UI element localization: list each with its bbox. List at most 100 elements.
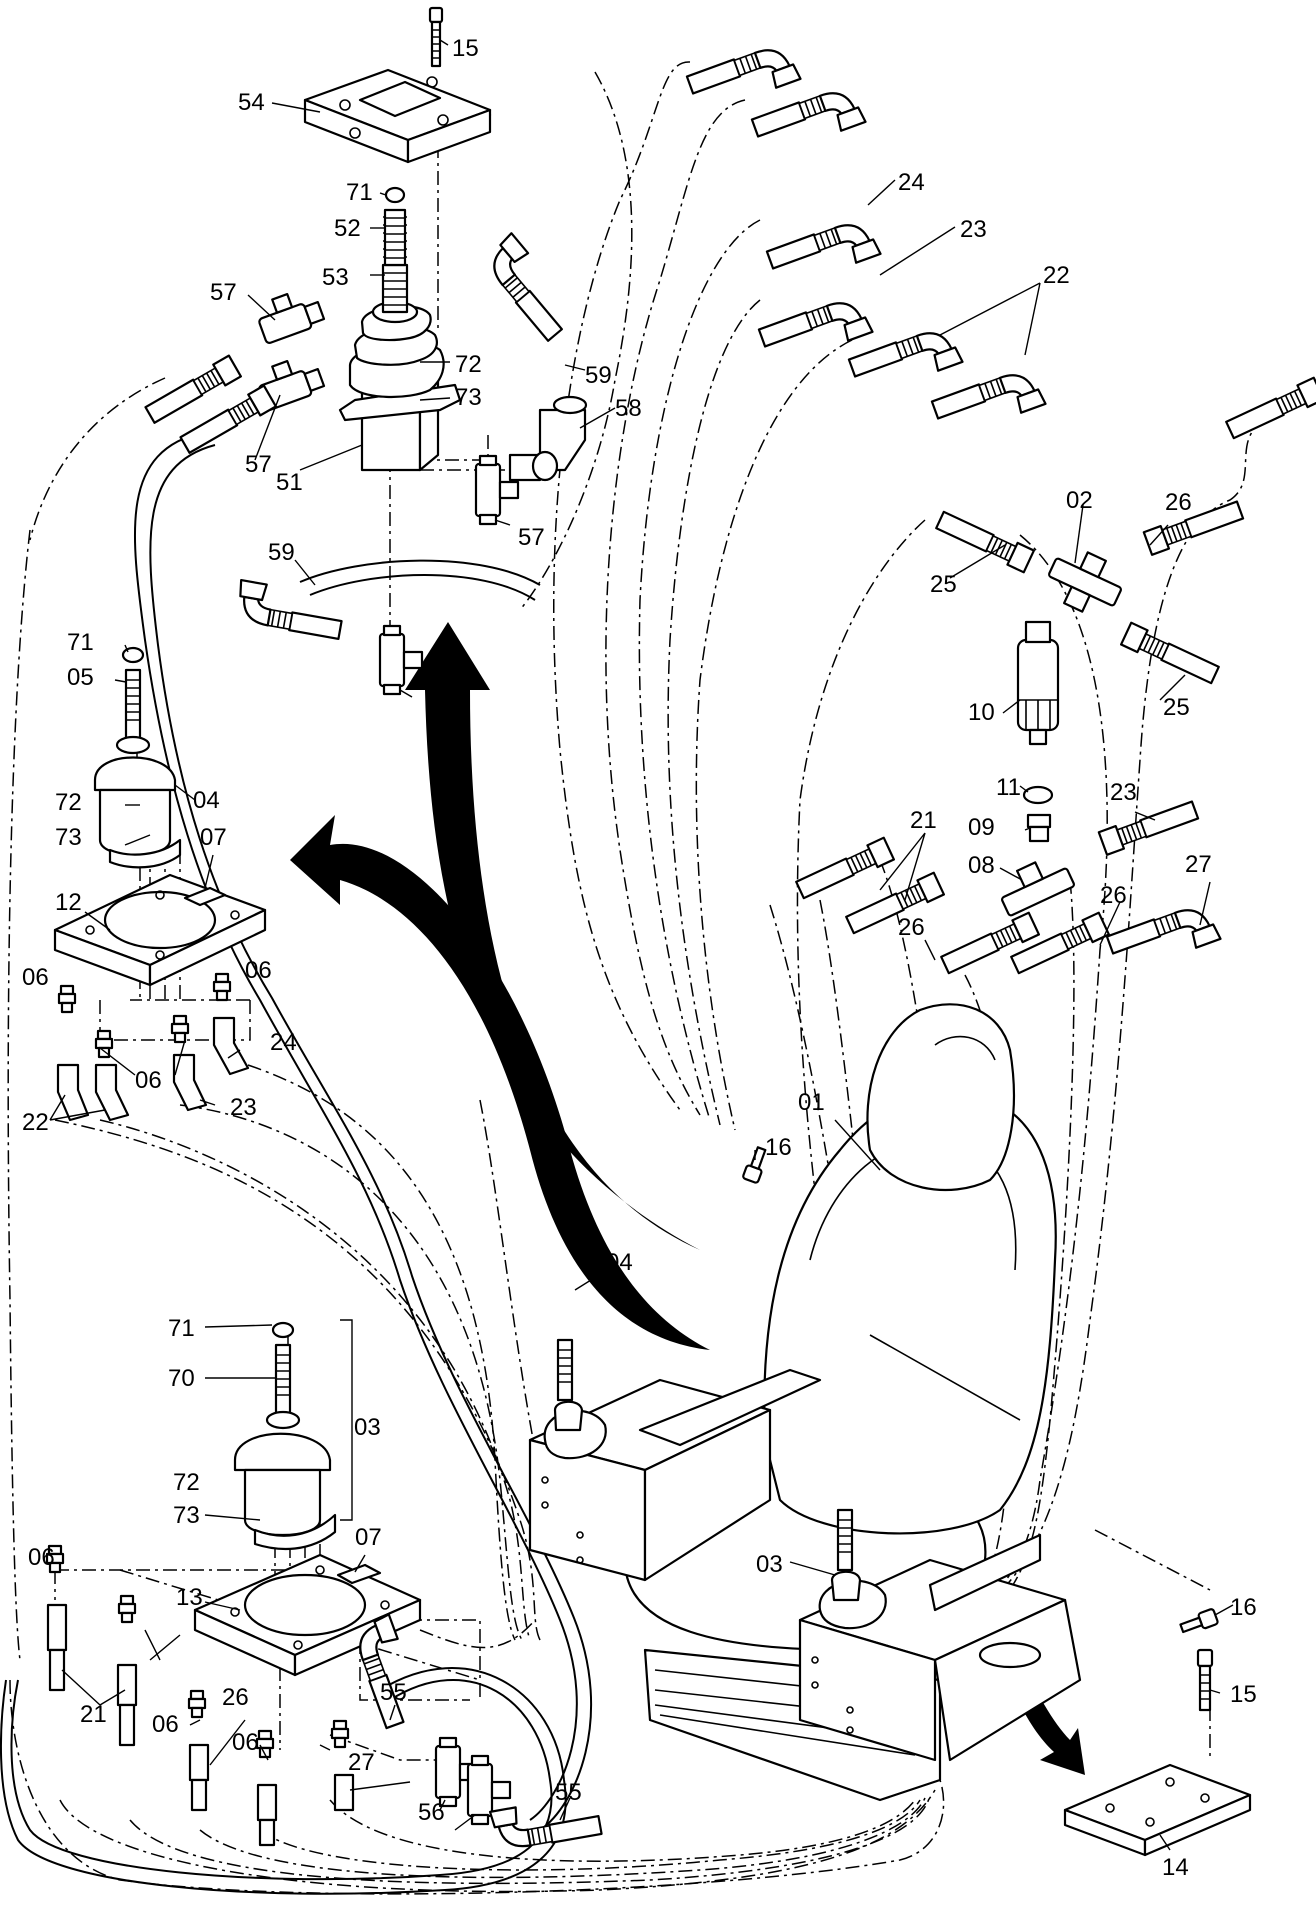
hoses-22-23-24-left [56, 1016, 250, 1122]
elbow-fitting-58 [508, 395, 588, 482]
part-label: 57 [210, 279, 237, 306]
hose-end-topright [1223, 376, 1316, 442]
part-label: 07 [200, 824, 227, 851]
part-label: 59 [585, 362, 612, 389]
part-label: 06 [232, 1729, 259, 1756]
part-label: 26 [1100, 882, 1127, 909]
hose-26a [1142, 497, 1246, 556]
hose-25a [933, 508, 1035, 574]
part-label: 25 [930, 571, 957, 598]
part-label: 24 [898, 169, 925, 196]
hose-23-right [1097, 797, 1201, 856]
screw-15-lower [1196, 1648, 1214, 1712]
part-label: 73 [55, 824, 82, 851]
part-label: 23 [1110, 779, 1137, 806]
tee-fitting-08 [1001, 861, 1075, 917]
part-label: 01 [798, 1089, 825, 1116]
part-label: 23 [230, 1094, 257, 1121]
part-label: 06 [22, 964, 49, 991]
part-label: 22 [1043, 262, 1070, 289]
part-label: 04 [193, 787, 220, 814]
part-label: 72 [55, 789, 82, 816]
tee-fitting-57a [258, 292, 326, 344]
plate-12 [53, 873, 267, 987]
cover-plate-14 [1063, 1763, 1252, 1857]
part-label: 57 [518, 524, 545, 551]
part-label: 03 [756, 1551, 783, 1578]
tee-fitting-02 [1048, 551, 1122, 613]
part-label: 15 [452, 35, 479, 62]
part-label: 73 [173, 1502, 200, 1529]
part-label: 06 [135, 1067, 162, 1094]
fittings-06-upper [57, 972, 232, 1059]
hose-24-top [765, 214, 882, 292]
part-label: 12 [55, 889, 82, 916]
hose-end-top-1 [685, 39, 802, 117]
operator-seat-01 [528, 1003, 1082, 1802]
main-hoses [0, 431, 593, 1895]
cover-plate-54 [303, 68, 492, 164]
part-label: 27 [348, 1749, 375, 1776]
part-label: 03 [354, 1414, 381, 1441]
fitting-09 [1026, 813, 1052, 843]
part-label: 06 [152, 1711, 179, 1738]
part-label: 72 [455, 351, 482, 378]
part-label: 71 [67, 629, 94, 656]
part-label: 24 [270, 1029, 297, 1056]
part-label: 25 [1163, 694, 1190, 721]
part-label: 16 [765, 1134, 792, 1161]
part-label: 55 [555, 1779, 582, 1806]
part-label: 53 [322, 264, 349, 291]
part-label: 15 [1230, 1681, 1257, 1708]
part-label: 10 [968, 699, 995, 726]
part-label: 06 [245, 957, 272, 984]
part-label: 23 [960, 216, 987, 243]
part-label: 08 [968, 852, 995, 879]
hose-59a [478, 232, 581, 342]
part-label: 05 [67, 664, 94, 691]
part-label: 58 [615, 395, 642, 422]
hose-55b [488, 1792, 603, 1854]
leader-lines [49, 39, 1234, 1851]
part-labels: 15 54 71 52 53 57 57 51 72 73 59 58 57 5… [22, 35, 1257, 1881]
valve-block-51 [338, 186, 462, 472]
hose-21-right-a [793, 836, 895, 902]
arrow-to-left-control [290, 815, 710, 1350]
part-label: 55 [380, 1679, 407, 1706]
hoses-21-26-27-lower [46, 1603, 355, 1847]
part-label: 57 [245, 451, 272, 478]
part-label: 11 [996, 774, 1021, 801]
pressure-switch-10 [1016, 620, 1060, 746]
hose-22-top-b [930, 364, 1047, 442]
screw-16-lower [1179, 1608, 1219, 1634]
part-label: 13 [176, 1584, 203, 1611]
part-label: 14 [1162, 1854, 1189, 1881]
part-label: 56 [418, 1799, 445, 1826]
part-label: 26 [222, 1684, 249, 1711]
joystick-control-04 [93, 646, 182, 869]
part-label: 57 [425, 697, 452, 724]
part-label: 71 [346, 179, 373, 206]
part-label: 02 [1066, 487, 1093, 514]
hose-25b [1120, 621, 1222, 687]
part-label: 51 [276, 469, 303, 496]
part-label: 04 [606, 1249, 633, 1276]
part-label: 73 [455, 384, 482, 411]
part-label: 27 [1185, 851, 1212, 878]
part-label: 59 [268, 539, 295, 566]
part-label: 52 [334, 215, 361, 242]
part-label: 26 [1165, 489, 1192, 516]
part-label: 07 [355, 1524, 382, 1551]
part-label: 72 [173, 1469, 200, 1496]
part-label: 71 [168, 1315, 195, 1342]
screw-15-top [428, 6, 444, 68]
screw-16-upper [742, 1146, 767, 1184]
hose-end-top-2 [750, 82, 867, 160]
part-label: 54 [238, 89, 265, 116]
part-label: 09 [968, 814, 995, 841]
hose-21-right-b [843, 871, 945, 937]
part-label: 21 [910, 807, 937, 834]
part-label: 22 [22, 1109, 49, 1136]
part-label: 06 [28, 1544, 55, 1571]
